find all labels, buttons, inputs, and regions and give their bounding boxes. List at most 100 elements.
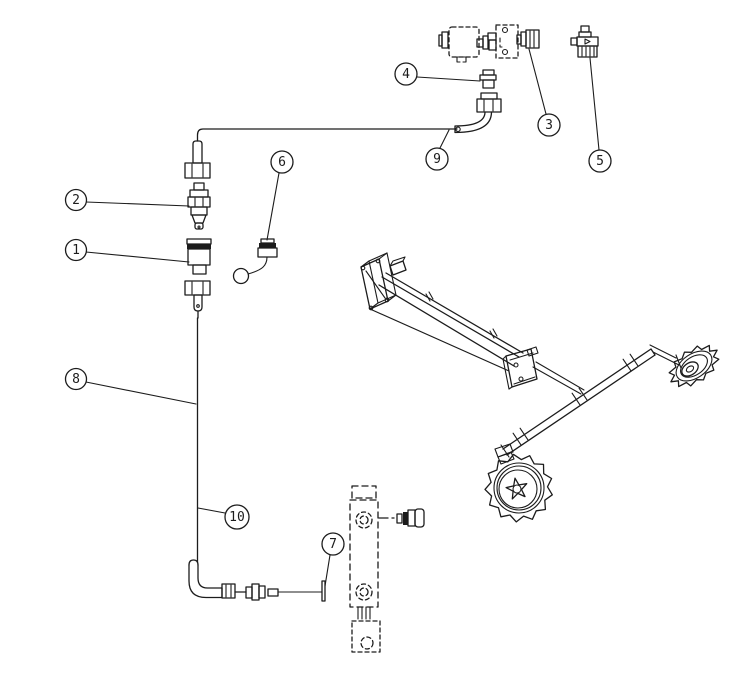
left-spike-wheel-teeth	[484, 453, 553, 523]
dust-cap-ring	[232, 267, 250, 285]
cylinder-rod-phantom	[357, 606, 371, 620]
callout-leader-line	[528, 48, 547, 115]
cylinder-clevis-phantom	[351, 620, 381, 653]
left-wheel-clamp	[494, 443, 514, 458]
callout-leader-line	[85, 381, 197, 405]
callout-leader-line	[266, 172, 280, 241]
cylinder-port-flange	[321, 580, 326, 602]
right-spike-wheel	[649, 344, 720, 388]
cylinder-port-bottom	[355, 583, 373, 601]
callout-9: 9	[425, 129, 450, 171]
callout-number: 1	[72, 243, 80, 258]
callout-4: 4	[394, 62, 481, 86]
callout-leader-line	[197, 507, 226, 514]
hose-item-9	[196, 92, 502, 142]
valve-bolt-hole-top	[501, 26, 509, 34]
dust-cap-item-6	[232, 238, 278, 285]
hose-end-top	[184, 140, 211, 179]
right-wheel-hub	[681, 361, 699, 377]
cylinder-phantom	[349, 485, 425, 653]
valve-bottom-bracket	[455, 56, 468, 63]
swivel-nut	[476, 98, 502, 113]
hose-elbow-cap	[188, 559, 199, 566]
callout-number: 9	[433, 152, 441, 167]
bracket-strap	[532, 361, 585, 395]
callout-circle	[425, 147, 449, 171]
valve-center-fitting	[476, 32, 497, 51]
cylinder-port-fitting	[396, 508, 425, 528]
callout-number: 6	[278, 155, 286, 170]
clevis-pin-hole	[360, 636, 374, 650]
left-wheel-star-hub	[505, 477, 528, 500]
mount-frame	[360, 252, 397, 311]
boom-tick-1	[425, 291, 434, 302]
callout-6: 6	[266, 150, 294, 241]
valve-bolt-hole-bottom	[501, 48, 509, 56]
bottom-hose-couplers	[188, 559, 326, 602]
callout-number: 10	[229, 510, 245, 525]
bar-collar-3	[512, 427, 529, 446]
mount-clamp	[389, 256, 407, 276]
fitting-item-4	[479, 69, 497, 89]
inline-adapter	[267, 588, 279, 597]
callout-circle	[64, 238, 88, 262]
boom	[369, 272, 524, 372]
left-wheel-axle	[512, 484, 522, 494]
inline-coupler	[245, 583, 266, 601]
hose-end-bottom	[184, 280, 211, 319]
callout-number: 4	[402, 67, 410, 82]
right-wheel-arm	[649, 344, 682, 369]
implement-assembly	[360, 252, 720, 523]
callout-number: 8	[72, 372, 80, 387]
callout-1: 1	[64, 238, 190, 263]
callout-circle	[64, 367, 88, 391]
hose-line-top	[196, 128, 458, 142]
callout-number: 2	[72, 193, 80, 208]
callout-5: 5	[588, 57, 612, 173]
valve-block-phantom	[438, 24, 519, 63]
hose-elbow-top	[454, 111, 493, 134]
callout-8: 8	[64, 367, 197, 405]
valve-body-phantom	[448, 26, 480, 58]
callout-2: 2	[64, 188, 190, 212]
callout-circle	[394, 62, 418, 86]
coupler-body-item-1	[186, 238, 212, 275]
right-spike-wheel-teeth	[668, 344, 720, 388]
elbow-nut	[221, 583, 236, 599]
fitting-item-3	[516, 29, 540, 49]
callout-circle	[64, 188, 88, 212]
hose-elbow-bottom	[188, 564, 223, 599]
fitting-item-5	[570, 25, 599, 58]
callout-layer: 1 2 3 4 5 6 7 8 9 10	[64, 48, 612, 587]
callout-number: 5	[596, 154, 604, 169]
hose-ferrule	[455, 126, 461, 133]
swivel-nut-flange	[480, 92, 498, 100]
callout-circle	[537, 113, 561, 137]
callout-7: 7	[321, 532, 345, 587]
valve-plate-detail	[499, 37, 505, 48]
valve-plate-phantom	[495, 24, 519, 59]
callout-circle	[224, 504, 250, 530]
callout-number: 3	[545, 118, 553, 133]
bar-collar-2	[571, 387, 588, 406]
callout-10: 10	[197, 504, 250, 530]
callout-leader-line	[439, 129, 450, 149]
dust-cap-lanyard	[247, 256, 268, 275]
callout-number: 7	[329, 537, 337, 552]
callout-leader-line	[324, 554, 331, 587]
callout-circle	[588, 149, 612, 173]
coupler-stack	[184, 140, 212, 319]
left-spike-wheel	[484, 443, 553, 523]
callout-leader-line	[85, 251, 190, 263]
coupler-tip-item-2	[187, 182, 211, 230]
cylinder-gland-phantom	[351, 485, 377, 499]
bar-collar-1	[622, 353, 639, 372]
callout-3: 3	[528, 48, 561, 137]
pivot-bracket	[502, 346, 585, 395]
cylinder-port-top	[355, 511, 373, 529]
callout-leader-line	[589, 57, 600, 151]
callout-circle	[321, 532, 345, 556]
callout-leader-line	[85, 201, 190, 207]
